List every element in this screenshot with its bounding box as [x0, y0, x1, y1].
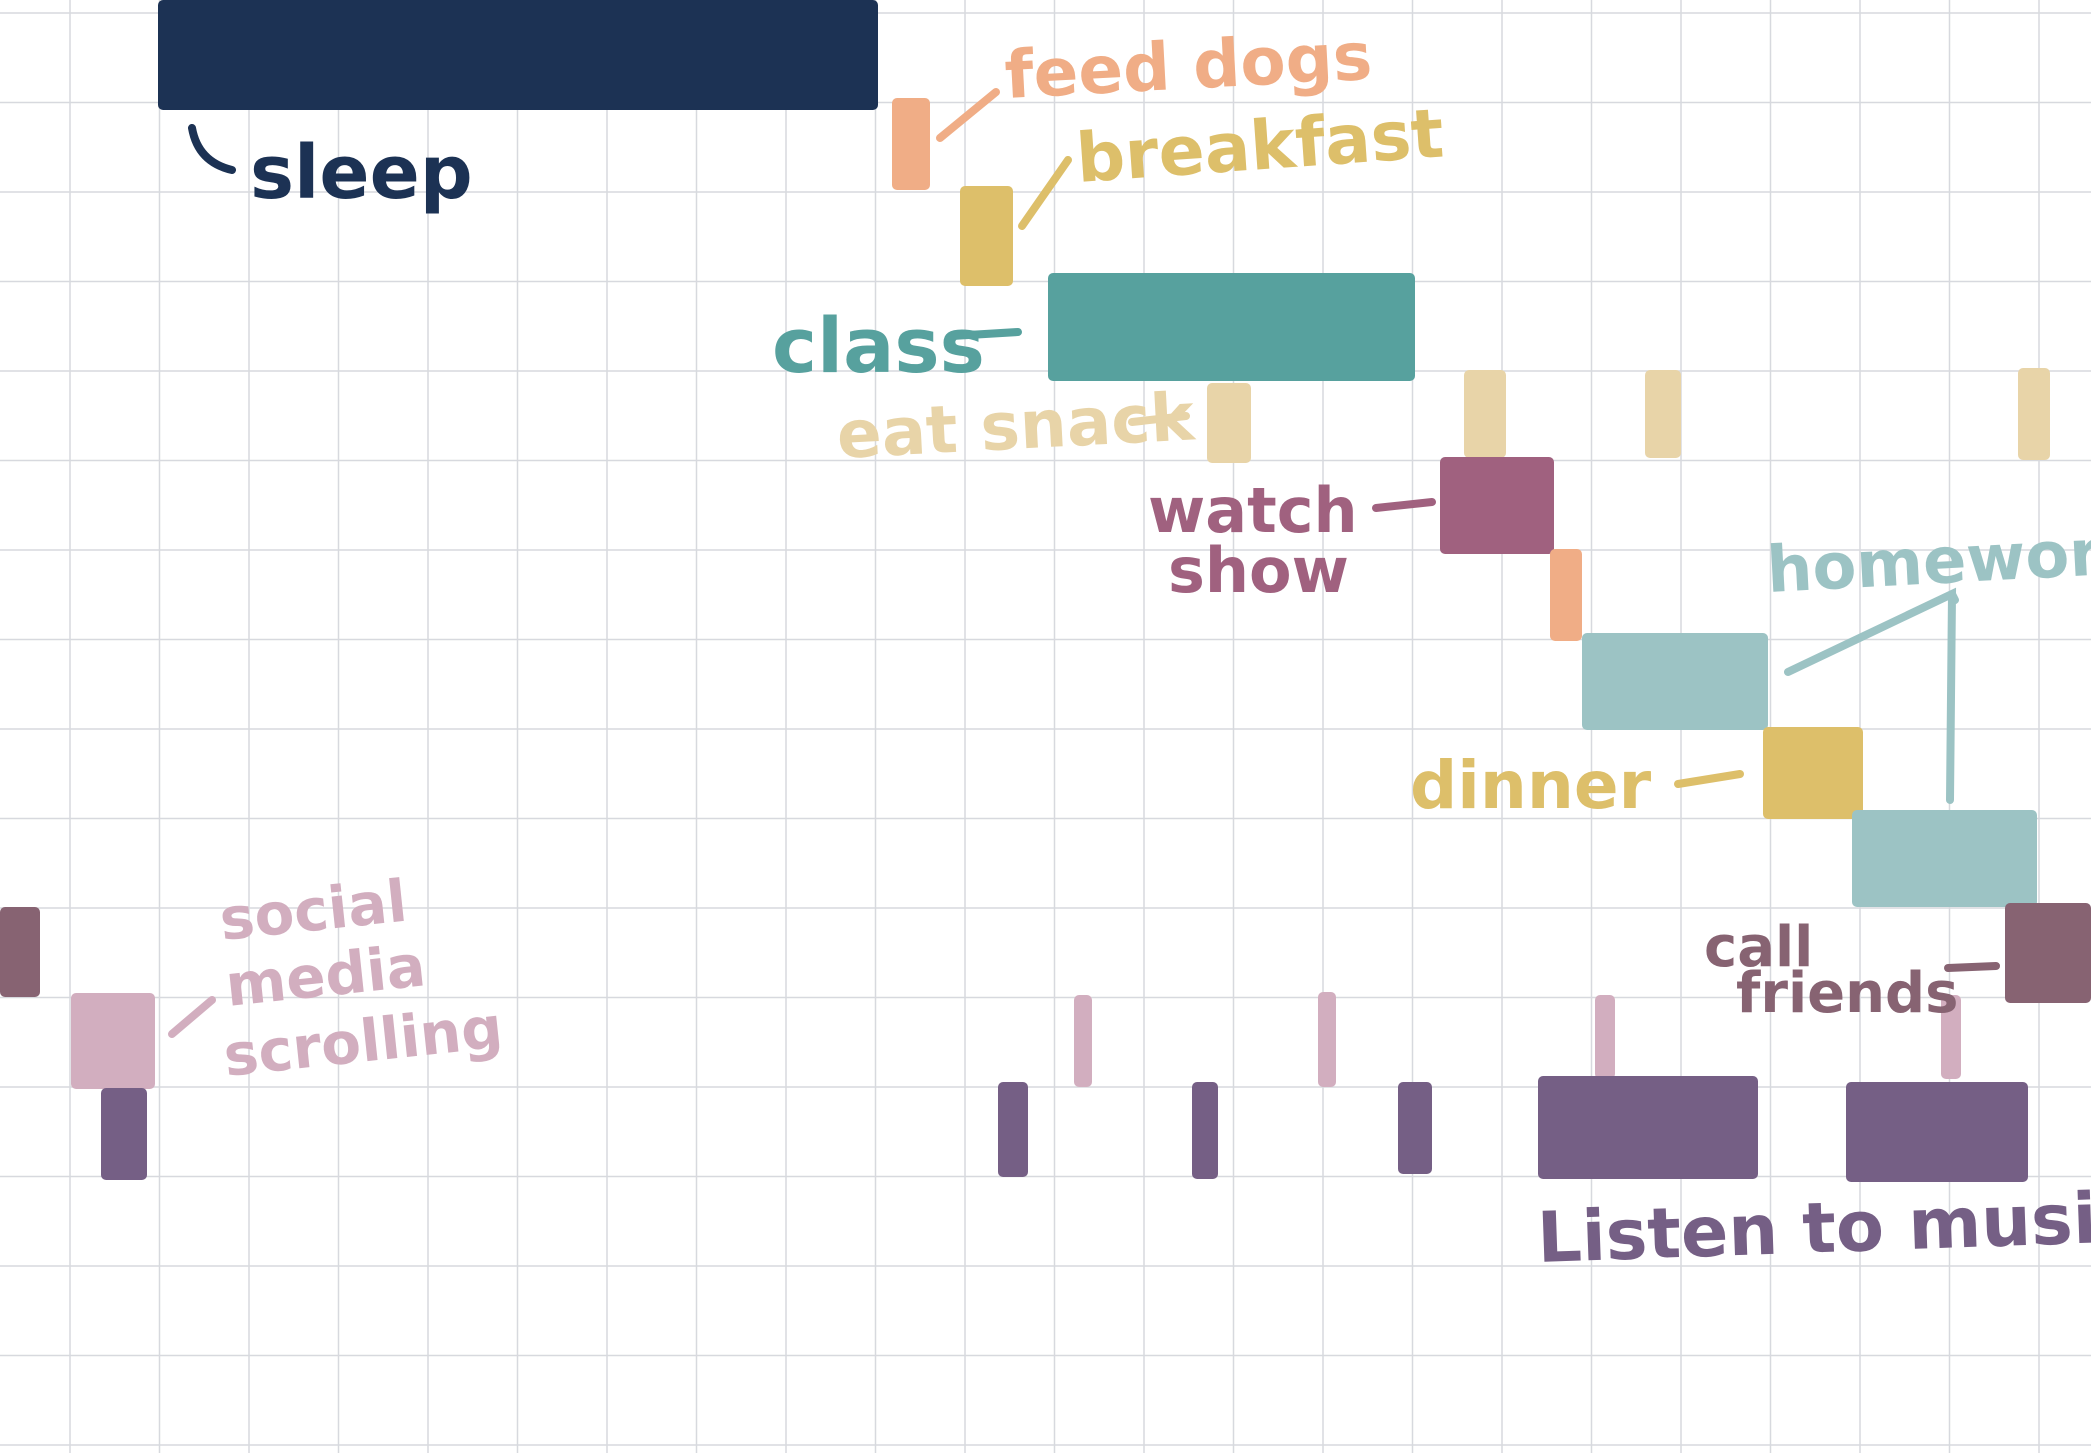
social-media-block-large [71, 993, 155, 1089]
homework-connector [1784, 587, 1959, 804]
social-media-tick-2 [1318, 992, 1336, 1087]
snack-block-3 [1645, 370, 1681, 458]
activity-labels: sleep feed dogs breakfast class eat snac… [216, 18, 2091, 1279]
show-label: show [1168, 534, 1349, 607]
dinner-connector [1674, 770, 1744, 788]
call-friends-connector [1944, 962, 2000, 972]
music-block-3 [1192, 1082, 1218, 1179]
snack-block-1 [1207, 383, 1251, 463]
social-media-connector [168, 996, 216, 1038]
class-block [1048, 273, 1415, 381]
activity-blocks [0, 0, 2091, 1182]
call-friends-block-left [0, 907, 40, 997]
social-media-tick-1 [1074, 995, 1092, 1087]
homework-label: homework [1765, 514, 2091, 608]
class-label: class [772, 301, 985, 390]
call-friends-block-right [2005, 903, 2091, 1003]
music-block-1 [101, 1088, 147, 1180]
listen-to-music-label: Listen to music [1536, 1176, 2091, 1279]
social-media-tick-4 [1941, 995, 1961, 1079]
feed-dogs-label: feed dogs [1003, 18, 1374, 114]
sleep-label: sleep [250, 130, 473, 216]
sleep-connector [188, 124, 236, 174]
breakfast-label: breakfast [1074, 94, 1447, 198]
feed-dogs-block-morning [892, 98, 930, 190]
music-block-5 [1538, 1076, 1758, 1179]
watch-show-connector [1372, 498, 1436, 512]
watch-label: watch [1148, 474, 1358, 547]
call-label: call [1704, 915, 1813, 980]
music-block-6 [1846, 1082, 2028, 1182]
eat-snack-label: eat snack [835, 378, 1198, 474]
social-media-tick-3 [1595, 995, 1615, 1079]
feed-dogs-connector [936, 88, 1000, 142]
snack-block-2 [1464, 370, 1506, 458]
dinner-block [1763, 727, 1863, 819]
snack-connector [1128, 412, 1190, 426]
feed-dogs-block-evening [1550, 549, 1582, 641]
watch-show-block [1440, 457, 1554, 554]
breakfast-connector [1018, 156, 1072, 230]
label-connectors [168, 88, 2000, 1038]
friends-label: friends [1736, 961, 1958, 1026]
snack-block-4 [2018, 368, 2050, 460]
breakfast-block [960, 186, 1013, 286]
dinner-label: dinner [1410, 747, 1652, 824]
homework-block-1 [1582, 633, 1768, 730]
music-block-4 [1398, 1082, 1432, 1174]
class-connector [948, 328, 1022, 340]
sleep-block [158, 0, 878, 110]
homework-block-2 [1852, 810, 2037, 907]
music-block-2 [998, 1082, 1028, 1177]
